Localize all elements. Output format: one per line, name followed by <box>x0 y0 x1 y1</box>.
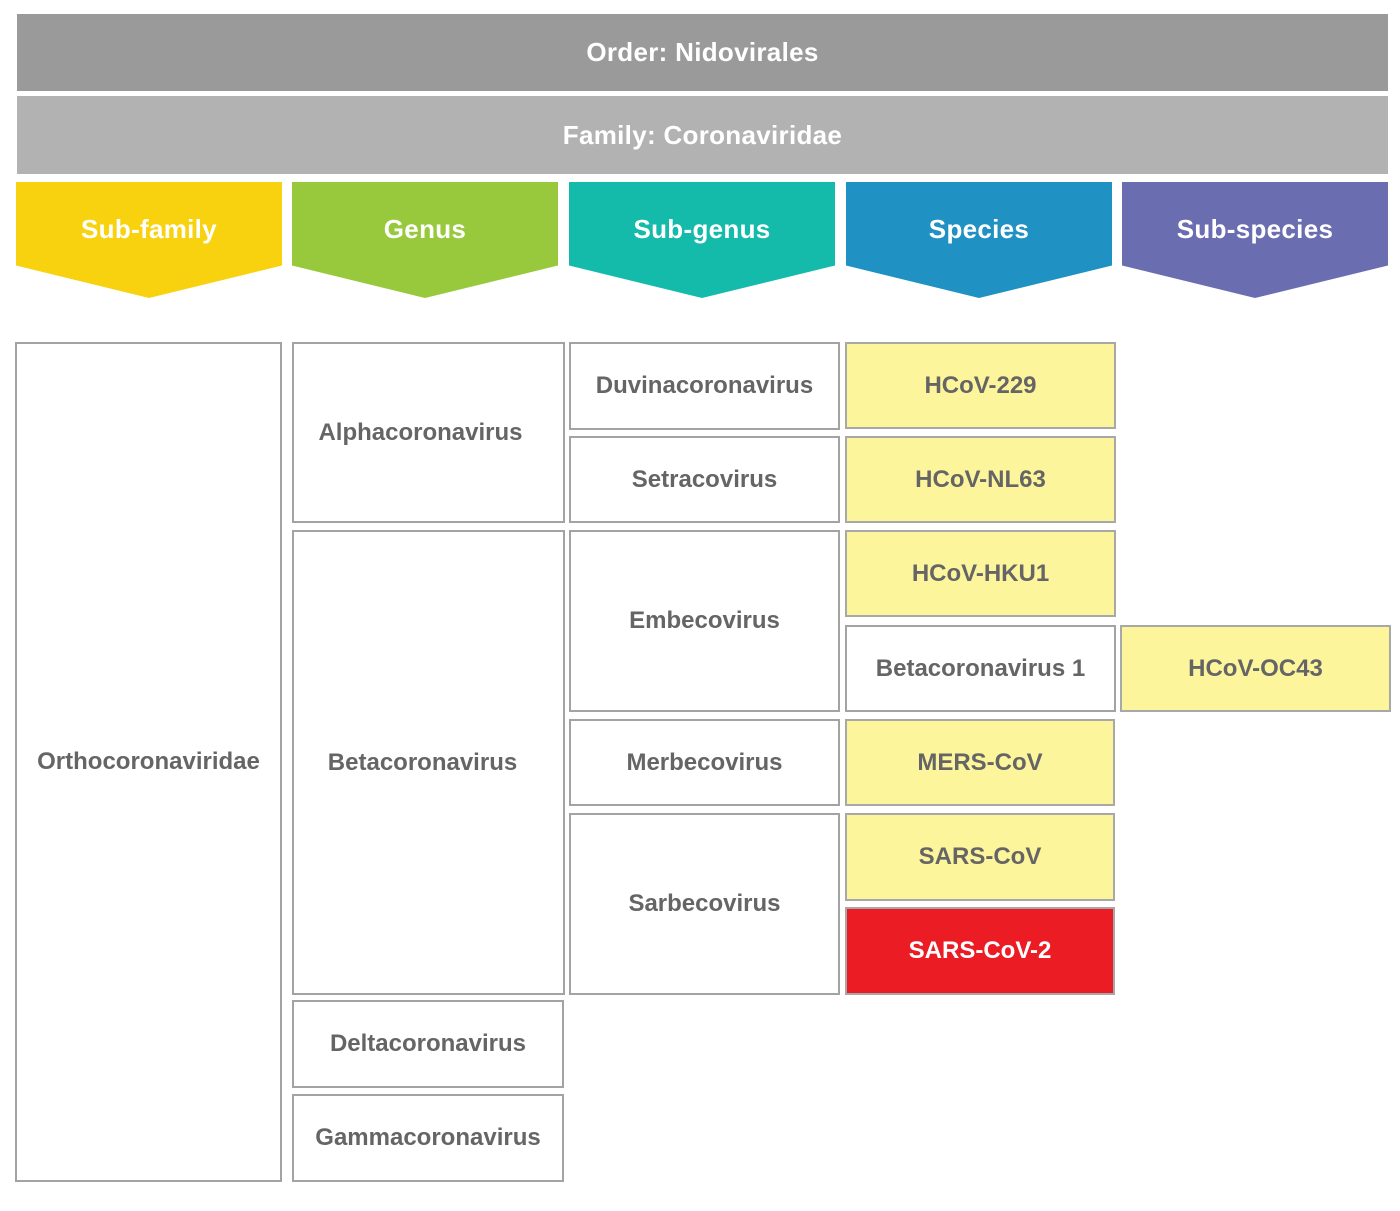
rank-chevron-subfamily: Sub-family <box>16 182 282 298</box>
genus-box-gamma: Gammacoronavirus <box>292 1094 564 1182</box>
species-label-nl63: HCoV-NL63 <box>915 465 1046 493</box>
species-label-hcov229: HCoV-229 <box>924 371 1037 399</box>
rank-label-species: Species <box>928 214 1030 244</box>
subgenus-label-sarbeco: Sarbecovirus <box>628 890 781 917</box>
species-label-sars2: SARS-CoV-2 <box>908 937 1052 964</box>
species-box-betacov1: Betacoronavirus 1 <box>845 625 1116 712</box>
genus-label-alpha: Alphacoronavirus <box>318 418 523 446</box>
species-label-betacov1: Betacoronavirus 1 <box>875 654 1086 682</box>
rank-chevron-subspecies: Sub-species <box>1122 182 1388 298</box>
species-box-nl63: HCoV-NL63 <box>845 436 1116 523</box>
genus-label-beta: Betacoronavirus <box>327 748 518 776</box>
species-box-mers: MERS-CoV <box>845 719 1115 806</box>
species-box-sars: SARS-CoV <box>845 813 1115 901</box>
species-label-hku1: HCoV-HKU1 <box>911 559 1050 587</box>
rank-label-genus: Genus <box>383 214 467 244</box>
species-box-sars2: SARS-CoV-2 <box>845 907 1115 995</box>
genus-box-delta: Deltacoronavirus <box>292 1000 564 1088</box>
subfamily-box: Orthocoronaviridae <box>15 342 282 1182</box>
order-label: Order: Nidovirales <box>586 37 819 67</box>
species-box-hku1: HCoV-HKU1 <box>845 530 1116 617</box>
genus-label-gamma: Gammacoronavirus <box>315 1124 541 1151</box>
subspecies-label-oc43: HCoV-OC43 <box>1188 654 1323 682</box>
genus-box-alpha: Alphacoronavirus <box>292 342 565 523</box>
family-label: Family: Coronaviridae <box>562 119 843 150</box>
subfamily-label: Orthocoronaviridae <box>37 748 260 775</box>
species-label-sars: SARS-CoV <box>918 843 1042 870</box>
genus-label-delta: Deltacoronavirus <box>329 1030 527 1057</box>
rank-label-subgenus: Sub-genus <box>633 214 771 244</box>
rank-chevron-subgenus: Sub-genus <box>569 182 835 298</box>
rank-label-subspecies: Sub-species <box>1176 214 1334 244</box>
subgenus-box-duvina: Duvinacoronavirus <box>569 342 840 430</box>
subgenus-label-embeco: Embecovirus <box>629 607 780 634</box>
subgenus-box-merbeco: Merbecovirus <box>569 719 840 806</box>
subgenus-label-setra: Setracovirus <box>631 465 778 493</box>
order-bar: Order: Nidovirales <box>17 14 1388 91</box>
species-box-hcov229: HCoV-229 <box>845 342 1116 429</box>
genus-box-beta: Betacoronavirus <box>292 530 565 995</box>
rank-label-subfamily: Sub-family <box>81 214 217 244</box>
subgenus-label-duvina: Duvinacoronavirus <box>595 372 814 399</box>
subgenus-box-setra: Setracovirus <box>569 436 840 523</box>
subgenus-label-merbeco: Merbecovirus <box>626 748 783 776</box>
subspecies-box-oc43: HCoV-OC43 <box>1120 625 1391 712</box>
family-bar: Family: Coronaviridae <box>17 96 1388 174</box>
subgenus-box-embeco: Embecovirus <box>569 530 840 712</box>
rank-chevron-species: Species <box>846 182 1112 298</box>
rank-chevron-genus: Genus <box>292 182 558 298</box>
species-label-mers: MERS-CoV <box>917 748 1043 776</box>
subgenus-box-sarbeco: Sarbecovirus <box>569 813 840 995</box>
